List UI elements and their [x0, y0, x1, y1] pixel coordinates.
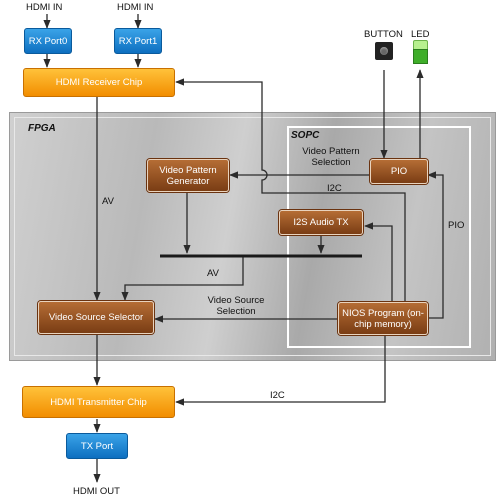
video-pattern-selection-label: Video Pattern Selection — [302, 146, 360, 168]
i2c-top-label: I2C — [327, 183, 342, 194]
push-button-icon — [375, 42, 393, 60]
hdmi-in-0-label: HDMI IN — [26, 2, 63, 13]
wire-nios-pio — [427, 171, 444, 319]
hdmi-receiver-chip-block: HDMI Receiver Chip — [23, 68, 175, 97]
nios-program-block: NIOS Program (on-chip memory) — [338, 302, 428, 335]
wire-nios-transmitter-i2c — [175, 335, 386, 406]
pio-side-label: PIO — [448, 220, 465, 231]
pio-block: PIO — [370, 159, 428, 184]
sopc-region — [287, 126, 471, 348]
i2s-audio-tx-block: I2S Audio TX — [279, 210, 363, 235]
video-pattern-generator-block: Video Pattern Generator — [147, 159, 229, 192]
hdmi-in-1-label: HDMI IN — [117, 2, 154, 13]
wire-bus-selector-av — [121, 257, 244, 301]
sopc-title: SOPC — [291, 130, 320, 141]
tx-port-block: TX Port — [66, 433, 128, 459]
led-label: LED — [411, 29, 430, 40]
hdmi-transmitter-chip-block: HDMI Transmitter Chip — [22, 386, 175, 418]
wire-nios-i2s — [364, 222, 393, 302]
video-source-selector-block: Video Source Selector — [38, 301, 154, 334]
fpga-inner-border — [14, 117, 491, 356]
av-bus-label: AV — [207, 268, 219, 279]
hdmi-out-label: HDMI OUT — [73, 486, 120, 497]
button-label: BUTTON — [364, 29, 403, 40]
led-icon — [413, 40, 428, 64]
i2c-bottom-label: I2C — [270, 390, 285, 401]
rx-port0-block: RX Port0 — [24, 28, 72, 54]
av-left-label: AV — [102, 196, 114, 207]
rx-port1-block: RX Port1 — [114, 28, 162, 54]
fpga-title: FPGA — [28, 123, 56, 134]
video-source-selection-label: Video Source Selection — [207, 295, 265, 317]
wire-nios-receiver-i2c — [175, 78, 406, 302]
